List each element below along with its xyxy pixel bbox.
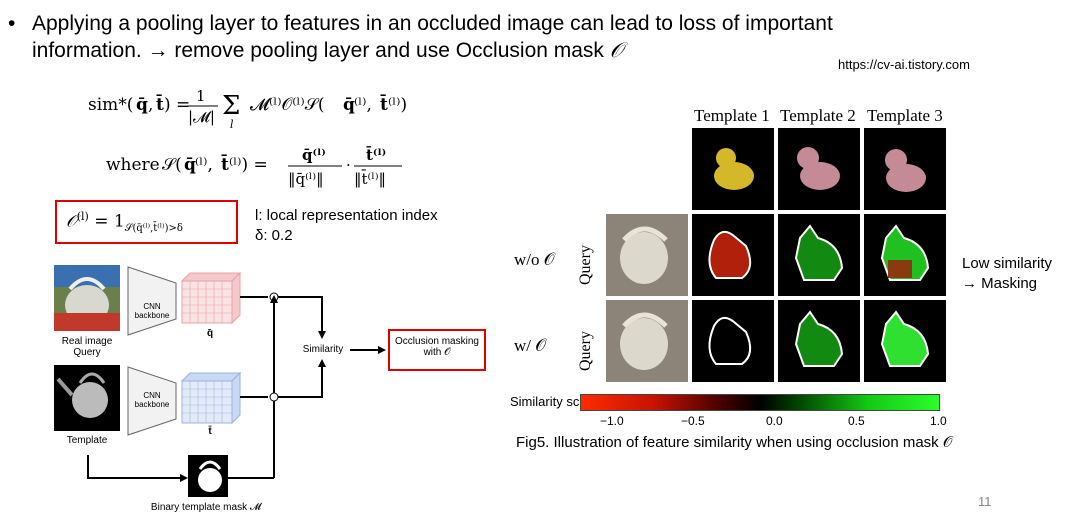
colorbar-tick: −1.0 — [600, 414, 624, 428]
svg-text:q̄: q̄ — [136, 95, 148, 115]
occlusion-masking-box — [388, 329, 486, 371]
svg-text:q̄⁽ˡ⁾: q̄⁽ˡ⁾ — [302, 146, 326, 164]
cosine-equation-render: where 𝒮( q̄ ⁽ˡ⁾, t̄ ⁽ˡ⁾) = q̄⁽ˡ⁾ ‖q̄⁽ˡ⁾‖… — [106, 145, 402, 188]
svg-text:𝒮(: 𝒮( — [162, 155, 182, 175]
bullet-point: • Applying a pooling layer to features i… — [8, 10, 1008, 64]
svg-text:·: · — [346, 156, 351, 174]
cnn-backbone-bottom — [127, 366, 177, 436]
legend: l: local representation index δ: 0.2 — [255, 206, 438, 246]
row-label-with: w/ 𝒪 — [514, 336, 546, 355]
svg-text:‖t̄⁽ˡ⁾‖: ‖t̄⁽ˡ⁾‖ — [354, 170, 386, 188]
cnn-backbone-top — [127, 266, 177, 336]
svg-text:t̄: t̄ — [221, 154, 229, 175]
colorbar-tick: 0.0 — [766, 414, 783, 428]
svg-text:,: , — [148, 95, 153, 115]
where-prefix: where — [106, 155, 160, 175]
bullet-occlusion-symbol: 𝒪 — [609, 38, 624, 62]
svg-text:⁽ˡ⁾,: ⁽ˡ⁾, — [354, 95, 372, 115]
svg-text:q̄: q̄ — [343, 95, 355, 115]
q-feature-label: q̄ — [206, 328, 214, 339]
bullet-line-2-text: information. → remove pooling layer and … — [32, 39, 610, 62]
page-number: 11 — [978, 494, 992, 509]
delta-legend: δ: 0.2 — [255, 227, 293, 244]
similarity-label: Similarity — [302, 344, 344, 355]
colorbar-title: Similarity score — [510, 394, 599, 409]
colorbar-tick: 1.0 — [930, 414, 947, 428]
similarity-colorbar — [580, 394, 940, 411]
real-image-label: Real image Query — [61, 336, 113, 358]
row-label-without: w/o 𝒪 — [514, 250, 555, 269]
svg-text:) =: ) = — [164, 95, 190, 115]
occlusion-masking-label: Occlusion masking with 𝒪 — [395, 336, 479, 358]
template-thumbnail — [54, 365, 120, 431]
query-rotated-label-2: Query — [576, 331, 594, 371]
svg-text:Σ: Σ — [222, 91, 240, 121]
similarity-equation: sim*( q̄ , t̄ ) = 1 |𝓜| Σ l 𝓜⁽ˡ⁾𝒪⁽ˡ⁾𝒮( q… — [88, 82, 428, 135]
svg-text:⁽ˡ⁾,: ⁽ˡ⁾, — [195, 155, 213, 175]
figure-caption: Fig5. Illustration of feature similarity… — [516, 434, 953, 451]
svg-text:t̄: t̄ — [156, 94, 164, 115]
binary-mask-label: Binary template mask 𝓜 — [150, 502, 262, 513]
low-similarity-annotation: Low similarity → Masking — [962, 255, 1053, 292]
similarity-figure — [606, 128, 946, 382]
bullet-line-1: Applying a pooling layer to features in … — [32, 12, 833, 35]
occlusion-equation-box — [55, 200, 238, 244]
cnn-backbone-label-bottom: CNN backbone — [134, 391, 170, 409]
cnn-backbone-label-top: CNN backbone — [134, 302, 170, 320]
query-rotated-label-1: Query — [576, 245, 594, 285]
svg-text:𝓜⁽ˡ⁾𝒪⁽ˡ⁾𝒮(: 𝓜⁽ˡ⁾𝒪⁽ˡ⁾𝒮( — [250, 95, 325, 115]
query-feature-grid — [180, 271, 242, 325]
svg-text:t̄: t̄ — [380, 94, 388, 115]
template-2-header: Template 2 — [780, 106, 856, 125]
svg-text:q̄: q̄ — [184, 155, 196, 175]
t-feature-label: t̄ — [208, 426, 212, 437]
svg-text:⁽ˡ⁾) =: ⁽ˡ⁾) = — [229, 155, 268, 175]
pipeline-diagram — [54, 265, 386, 497]
similarity-equation-render: sim*( q̄ , t̄ ) = 1 |𝓜| Σ l 𝓜⁽ˡ⁾𝒪⁽ˡ⁾𝒮( q… — [88, 87, 407, 131]
index-legend: l: local representation index — [255, 207, 438, 224]
colorbar-tick: 0.5 — [848, 414, 865, 428]
svg-text:sim*(: sim*( — [88, 95, 133, 115]
svg-text:l: l — [230, 118, 234, 130]
svg-text:1: 1 — [196, 87, 206, 105]
template-1-header: Template 1 — [694, 106, 770, 125]
template-3-header: Template 3 — [867, 106, 943, 125]
bullet-symbol: • — [8, 12, 16, 35]
svg-text:t̄⁽ˡ⁾: t̄⁽ˡ⁾ — [366, 145, 387, 164]
source-url[interactable]: https://cv-ai.tistory.com — [838, 57, 970, 72]
template-label: Template — [66, 435, 108, 446]
svg-text:⁽ˡ⁾): ⁽ˡ⁾) — [388, 95, 407, 115]
svg-text:‖q̄⁽ˡ⁾‖: ‖q̄⁽ˡ⁾‖ — [288, 170, 324, 188]
bullet-line-2: information. → remove pooling layer and … — [32, 37, 1008, 64]
cosine-equation: where 𝒮( q̄ ⁽ˡ⁾, t̄ ⁽ˡ⁾) = q̄⁽ˡ⁾ ‖q̄⁽ˡ⁾‖… — [106, 140, 406, 197]
real-image-thumbnail — [54, 265, 120, 331]
template-feature-grid — [180, 371, 242, 425]
colorbar-tick: −0.5 — [681, 414, 705, 428]
occlusion-equation: 𝒪(l) = 1𝒮(q̄⁽ˡ⁾,t̄⁽ˡ⁾)>δ — [66, 210, 183, 235]
svg-text:|𝓜|: |𝓜| — [188, 108, 215, 126]
